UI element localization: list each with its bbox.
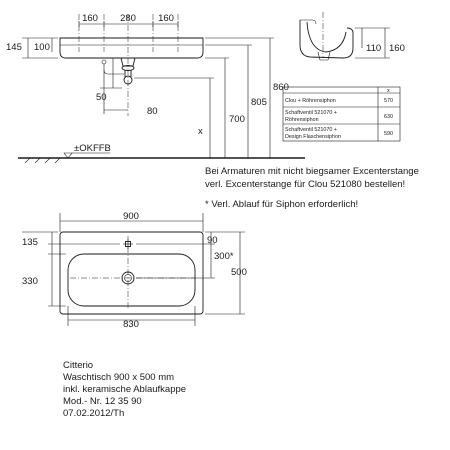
dim-label-805: 805 [251,97,267,108]
product-info-line-1: Waschtisch 900 x 500 mm [63,372,174,383]
side-dim-label-160: 160 [389,43,405,54]
floor-reference-label: ±OKFFB [74,143,111,154]
side-view-outline [299,20,354,59]
table-header-value: x [387,88,390,94]
basin-drain-neck [120,57,136,67]
table-row2-label-line1: Schaftventil 521070 + [285,110,337,116]
siphon-pipe [124,70,132,78]
product-model-number: Mod.- Nr. 12 35 90 [63,396,142,407]
product-info-line-2: inkl. keramische Ablaufkappe [63,384,186,395]
dim-label-160-right: 160 [158,13,174,24]
dim-label-50: 50 [96,92,107,103]
side-dim-label-110: 110 [366,43,381,54]
side-view: 110 160 [299,12,405,61]
dim-label-100: 100 [34,42,50,53]
side-view-tap-platform [300,19,317,25]
plan-view: 900 135 330 90 300* 500 [22,211,247,330]
table-row3-label-line1: Schaftventil 521070 + [285,127,337,133]
dim-label-x: x [198,126,203,137]
dim-label-80: 80 [147,106,158,117]
note-line-1: Bei Armaturen mit nicht biegsamer Excent… [205,166,419,177]
dim-ticks-top-chain [78,21,179,27]
plan-basin-outline [59,231,204,315]
siphon-height-table: x Clou + Röhrensiphon 570 Schaftventil 5… [282,86,401,142]
side-view-drain [317,51,331,61]
table-row1-value: 570 [384,98,393,104]
installation-notes: Bei Armaturen mit nicht biegsamer Excent… [205,166,419,210]
siphon-outlet-pipe [103,64,124,75]
plan-dim-label-900: 900 [123,211,139,222]
front-elevation: 160 280 160 145 100 50 80 [6,13,305,164]
table-border [282,86,401,142]
basin-front-outline [59,37,204,59]
note-line-3: * Verl. Ablauf für Siphon erforderlich! [205,199,358,210]
floor-reference-arrow [63,152,73,159]
dim-label-280: 280 [120,13,136,24]
table-row3-label-line2: Design Flaschensiphon [285,134,341,140]
dim-label-700: 700 [229,114,245,125]
side-view-bowl [306,21,347,53]
floor-hatching [24,157,61,164]
table-row2-value: 630 [384,114,393,120]
dim-label-160-left: 160 [82,13,98,24]
dim-label-860: 860 [273,82,289,93]
drain-outlet [121,65,135,71]
plan-dim-label-300: 300* [214,251,234,262]
plan-dim-label-330: 330 [22,276,38,287]
product-name: Citterio [63,360,93,371]
plan-bowl-outline [67,253,196,307]
waste-pipe-end [101,59,107,65]
dim-label-145: 145 [6,42,22,53]
product-date: 07.02.2012/Th [63,408,124,419]
table-row2-label-line2: Röhrensiphon [285,117,319,123]
siphon-trap [123,75,133,85]
plan-dim-label-500: 500 [231,267,247,278]
plan-dim-label-830: 830 [123,319,139,330]
note-line-2: verl. Excenterstange für Clou 521080 bes… [205,179,405,190]
product-info-block: Citterio Waschtisch 900 x 500 mm inkl. k… [63,360,186,419]
table-row1-label: Clou + Röhrensiphon [285,98,336,104]
plan-dim-label-135: 135 [22,237,38,248]
plan-dim-label-90: 90 [207,235,218,246]
table-row3-value: 590 [384,131,393,137]
